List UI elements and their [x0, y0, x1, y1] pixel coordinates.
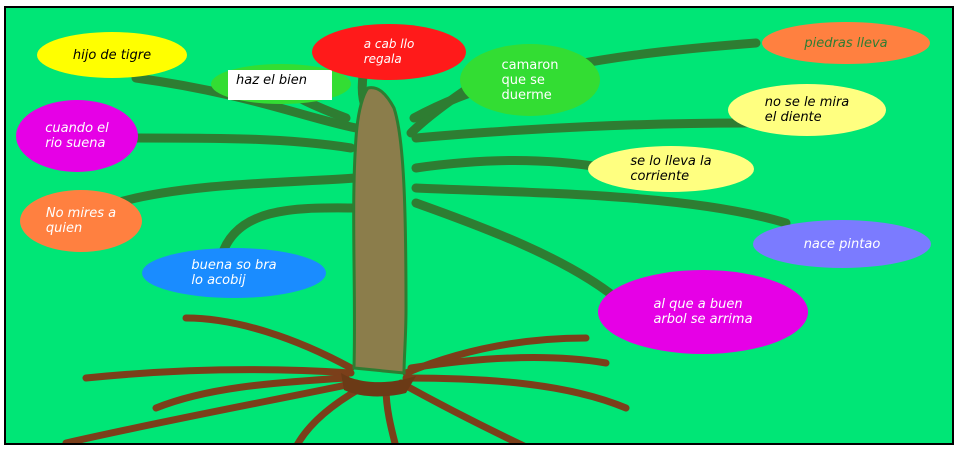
- saying-text: piedras lleva: [804, 36, 887, 51]
- tree-trunk: [354, 88, 406, 373]
- bubble-nace-pintao: nace pintao: [753, 220, 931, 268]
- bubble-hijo-de-tigre: hijo de tigre: [37, 32, 187, 78]
- bubble-cuando-el-rio: cuando el rio suena: [16, 100, 138, 172]
- bubble-buena-sombra: buena so bra lo acobij: [142, 248, 326, 298]
- bubble-no-mires-a-quien: No mires a quien: [20, 190, 142, 252]
- saying-text: cuando el rio suena: [45, 121, 109, 151]
- drawing-canvas: hijo de tigre haz el bien a cab llo rega…: [4, 6, 954, 445]
- bubble-a-caballo-regalado: a cab llo regala: [312, 24, 466, 80]
- saying-text: nace pintao: [804, 237, 881, 252]
- saying-text: se lo lleva la corriente: [630, 154, 711, 184]
- saying-text: No mires a quien: [46, 206, 116, 236]
- bubble-piedras-lleva: piedras lleva: [762, 22, 930, 64]
- bubble-no-se-le-mira: no se le mira el diente: [728, 84, 886, 136]
- bubble-al-que-a-buen: al que a buen arbol se arrima: [598, 270, 808, 354]
- bubble-se-lo-lleva: se lo lleva la corriente: [588, 146, 754, 192]
- label-haz-el-bien: haz el bien: [228, 70, 332, 100]
- saying-text: camaron que se duerme: [502, 58, 559, 103]
- saying-text: hijo de tigre: [73, 48, 151, 63]
- saying-text: no se le mira el diente: [765, 95, 850, 125]
- saying-text: al que a buen arbol se arrima: [653, 297, 752, 327]
- saying-text: haz el bien: [236, 73, 307, 88]
- saying-text: buena so bra lo acobij: [191, 258, 276, 288]
- bubble-camaron: camaron que se duerme: [460, 44, 600, 116]
- saying-text: a cab llo regala: [364, 37, 415, 67]
